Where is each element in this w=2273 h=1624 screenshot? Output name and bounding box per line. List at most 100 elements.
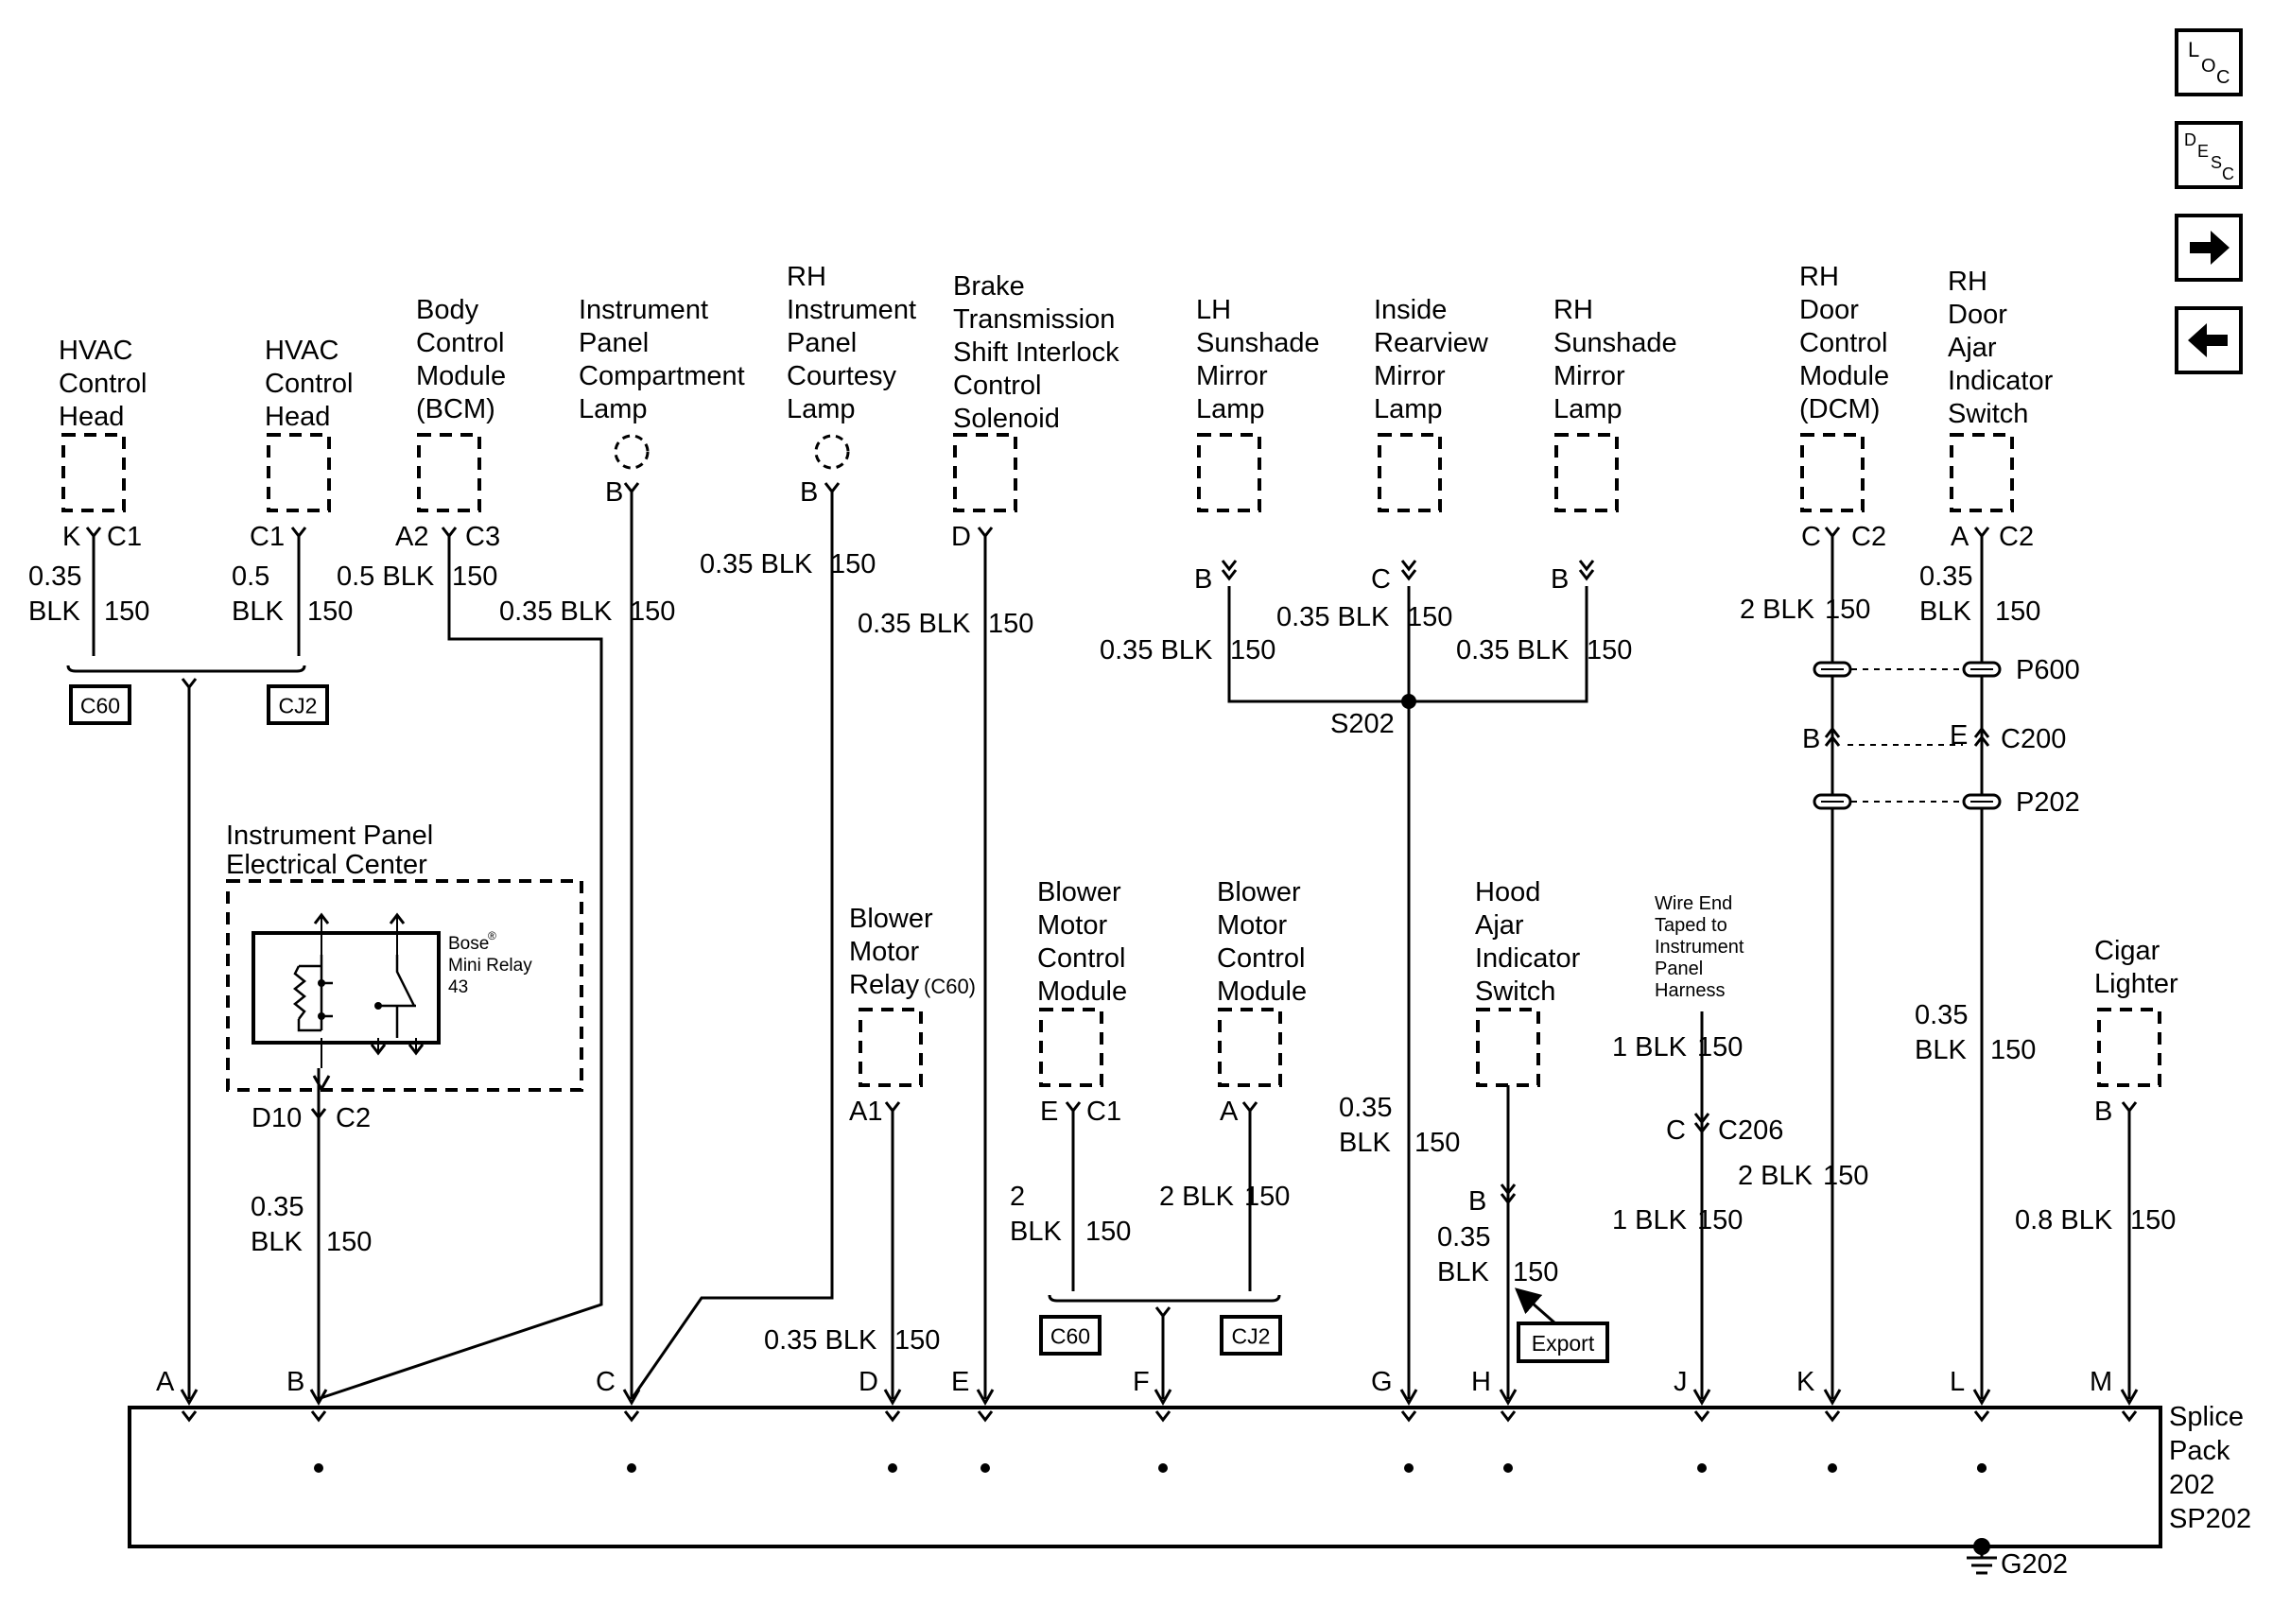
- splice-node: [314, 1463, 323, 1473]
- rh-courtesy-lamp-label: RH: [787, 262, 826, 292]
- wire-label-2-gauge: 0.5: [232, 561, 269, 592]
- pin-label: C1: [250, 522, 285, 552]
- loc-letter-l: L: [2188, 38, 2199, 61]
- next-page-button[interactable]: [2175, 214, 2243, 282]
- splice-input-arrow: [309, 1389, 328, 1407]
- bottom-c60-cj2-bracket: [1048, 1294, 1281, 1303]
- rh-dcm-label: Door: [1799, 295, 1859, 325]
- wire-label-5-gauge-color: 0.35 BLK: [700, 549, 813, 579]
- pin-label: A: [1220, 1097, 1239, 1127]
- wire-label-16-color: BLK: [1339, 1128, 1391, 1158]
- splice-input-arrow: [976, 1389, 995, 1407]
- splice-s202-label: S202: [1330, 709, 1395, 739]
- splice-terminal: [884, 1410, 901, 1423]
- relay-chevron: [389, 912, 406, 924]
- inside-rearview-lamp-label: Rearview: [1374, 328, 1489, 358]
- bcm-label: (BCM): [416, 394, 495, 424]
- splice-node: [980, 1463, 990, 1473]
- splice-input-arrow: [622, 1389, 641, 1407]
- wire-end-note: Taped to: [1655, 915, 1727, 936]
- hvac-head-1-box: [61, 433, 126, 512]
- pin-label: B: [1551, 564, 1569, 595]
- wire-label-4-gauge-color: 0.35 BLK: [499, 596, 613, 627]
- c60-cj2-bracket: [66, 665, 306, 673]
- blower-motor-relay-label: Relay: [849, 970, 920, 1000]
- hvac-head-2-label: HVAC: [265, 336, 338, 366]
- rh-dcm-label: RH: [1799, 262, 1839, 292]
- pin-label: B: [2094, 1097, 2112, 1127]
- export-tag-label: Export: [1532, 1331, 1595, 1356]
- terminal-fork: [1824, 527, 1841, 539]
- pin-label: D: [951, 522, 971, 552]
- export-tag: [1517, 1322, 1609, 1363]
- bcm-label: Body: [416, 295, 479, 325]
- wire-b-bcm: [317, 536, 603, 1401]
- splice-input-arrow: [1499, 1389, 1518, 1407]
- cigar-lighter-label: Lighter: [2094, 969, 2178, 999]
- wire-label-17-gauge: 0.35: [1437, 1222, 1490, 1253]
- prev-page-button[interactable]: [2175, 306, 2243, 374]
- btsi-solenoid-label: Brake: [953, 271, 1025, 302]
- lh-sunshade-lamp-label: Mirror: [1196, 361, 1268, 391]
- loc-letter-c: C: [2216, 67, 2230, 88]
- rh-courtesy-lamp-icon: [814, 434, 850, 470]
- c200-chevron-left: [1824, 734, 1841, 747]
- terminal-fork: [1578, 560, 1595, 572]
- bcm-label: Module: [416, 361, 506, 391]
- wire-label-16-circuit: 150: [1414, 1128, 1460, 1158]
- blower-motor-cm-1-label: Module: [1037, 976, 1127, 1007]
- wire-label-19-gauge-color: 1 BLK: [1612, 1205, 1688, 1235]
- rh-sunshade-lamp-label: Lamp: [1553, 394, 1622, 424]
- relay-name: Mini Relay: [448, 956, 532, 976]
- splice-node: [1828, 1463, 1837, 1473]
- splice-input-arrow: [180, 1389, 199, 1407]
- wire-label-15-gauge-color: 2 BLK: [1159, 1182, 1235, 1212]
- pin-label: B: [605, 477, 623, 508]
- pin-label: C2: [1851, 522, 1886, 552]
- wire-label-13-gauge-color: 0.35 BLK: [764, 1325, 877, 1356]
- splice-terminal: [623, 1410, 640, 1423]
- wire-label-21-circuit: 150: [1990, 1035, 2036, 1065]
- arrow-left-icon: [2188, 323, 2228, 357]
- terminal-fork: [1578, 569, 1595, 581]
- connector-c60: [69, 684, 131, 725]
- ipec-title: Electrical Center: [226, 850, 427, 880]
- terminal-fork: [310, 1108, 327, 1120]
- hvac-head-1-label: Control: [59, 369, 147, 399]
- wire-c-courtesy: [630, 492, 834, 1400]
- ip-compartment-lamp-label: Panel: [579, 328, 649, 358]
- inside-rearview-lamp-box: [1378, 433, 1442, 512]
- connector-c206-label: C206: [1718, 1115, 1783, 1146]
- wire-label-7-gauge-color: 0.35 BLK: [1100, 635, 1213, 665]
- hvac-head-1-label: Head: [59, 402, 124, 432]
- wire-label-22-circuit: 150: [2130, 1205, 2176, 1235]
- connector-cj2-label: CJ2: [279, 694, 318, 718]
- relay-brand: Bose: [448, 934, 489, 954]
- pin-label: A1: [849, 1097, 882, 1127]
- wire-label-14-color: BLK: [1010, 1217, 1062, 1247]
- terminal-fork: [1693, 1122, 1710, 1134]
- wire-label-9-gauge-color: 0.35 BLK: [1456, 635, 1570, 665]
- splice-input-arrow: [1692, 1389, 1711, 1407]
- terminal-fork: [1500, 1183, 1517, 1196]
- connector-c200-label: C200: [2001, 724, 2066, 754]
- wire-label-3-gauge-color: 0.5 BLK: [337, 561, 435, 592]
- rh-dcm-label: Module: [1799, 361, 1889, 391]
- btsi-solenoid-label: Shift Interlock: [953, 337, 1119, 368]
- connector-p600-label: P600: [2016, 655, 2080, 685]
- pin-label: E: [1950, 720, 1968, 751]
- c60-cj2-fork: [181, 678, 198, 690]
- terminal-fork: [2121, 1101, 2138, 1114]
- btsi-solenoid-label: Solenoid: [953, 404, 1060, 434]
- loc-letter-o: O: [2201, 56, 2216, 77]
- relay-brand-mark: ®: [488, 929, 496, 942]
- blower-motor-cm-2-box: [1218, 1008, 1282, 1087]
- rh-dcm-label: (DCM): [1799, 394, 1880, 424]
- splice-input-arrow: [1972, 1389, 1991, 1407]
- ipec-title: Instrument Panel: [226, 821, 433, 851]
- loc-button[interactable]: L O C: [2175, 28, 2243, 96]
- pin-label: C3: [465, 522, 500, 552]
- splice-node: [1404, 1463, 1414, 1473]
- desc-button[interactable]: D E S C: [2175, 121, 2243, 189]
- splice-terminal: [1400, 1410, 1417, 1423]
